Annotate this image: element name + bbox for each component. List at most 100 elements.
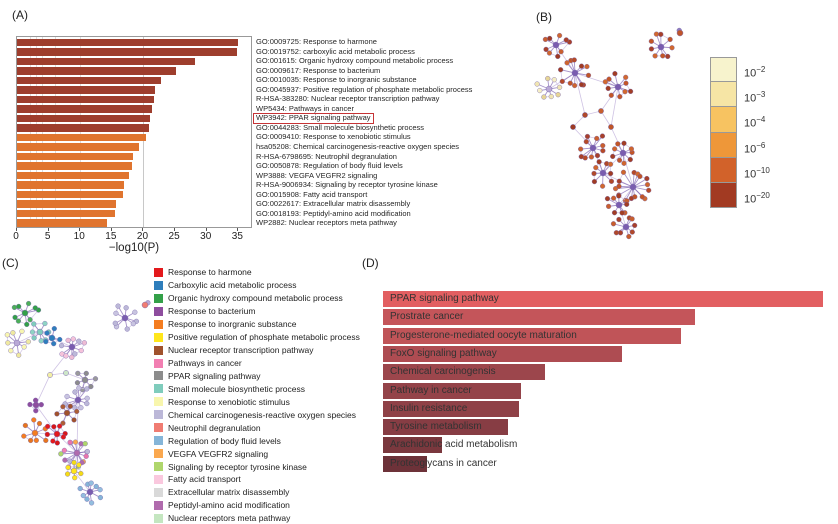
network-hub-node: [73, 449, 81, 457]
network-node: [615, 141, 621, 147]
panel-b-label: (B): [536, 10, 552, 24]
legend-swatch: [154, 410, 163, 420]
network-node: [72, 475, 78, 481]
network-node: [567, 80, 573, 86]
term-label: WP5434: Pathways in cancer: [256, 104, 472, 114]
network-node: [88, 480, 94, 486]
legend-label: Response to inorgranic substance: [168, 319, 297, 330]
network-link: [65, 372, 86, 381]
term-label: WP3888: VEGFA VEGFR2 signaling: [256, 171, 472, 181]
network-node: [621, 160, 627, 166]
legend-label: Chemical carcinogenesis-reactive oxygen …: [168, 409, 357, 420]
network-node: [4, 332, 10, 338]
pvalue-swatch: [710, 107, 737, 133]
network-node: [115, 303, 121, 309]
legend-row: Fatty acid transport: [154, 473, 360, 486]
network-hub-node: [619, 149, 627, 157]
network-node: [616, 183, 622, 189]
network-hub-node: [629, 183, 637, 191]
term-text: GO:0045937: Positive regulation of phosp…: [256, 84, 473, 94]
network-node: [24, 321, 30, 328]
network-hub-node: [657, 43, 665, 51]
bar: [17, 114, 151, 123]
network-node: [623, 74, 629, 80]
network-node: [608, 92, 614, 98]
network-node: [5, 340, 11, 346]
network-node: [77, 485, 83, 492]
network-node: [621, 140, 627, 146]
term-label: hsa05208: Chemical carcinogenesis-reacti…: [256, 142, 472, 152]
network-node: [556, 32, 563, 39]
term-text: GO:0009617: Response to bacterium: [256, 65, 381, 75]
legend-swatch: [154, 280, 163, 290]
network-node: [585, 72, 592, 78]
term-text: GO:0015908: Fatty acid transport: [256, 189, 368, 199]
network-node: [54, 440, 60, 446]
network-hub-node: [676, 29, 684, 37]
network-node: [594, 135, 600, 142]
network-hub-node: [70, 467, 78, 475]
network-node: [11, 304, 18, 311]
term-label: R-HSA-383280: Nuclear receptor transcrip…: [256, 94, 472, 104]
legend-swatch: [154, 513, 163, 523]
bar: [17, 133, 147, 142]
legend-row: PPAR signaling pathway: [154, 370, 360, 383]
network-node: [607, 161, 614, 167]
network-node: [31, 417, 37, 423]
bar-label: Proteoglycans in cancer: [390, 457, 497, 469]
network-link: [600, 110, 612, 128]
term-label: R-HSA-6798695: Neutrophil degranulation: [256, 152, 472, 162]
network-node: [624, 201, 630, 207]
network-node: [608, 170, 614, 177]
bar-label: Progesterone-mediated oocyte maturation: [390, 329, 577, 341]
network-node: [112, 320, 118, 326]
network-node: [558, 67, 564, 73]
legend-swatch: [154, 319, 163, 329]
network-node: [60, 420, 66, 426]
network-hub-node: [53, 430, 61, 438]
network-node: [604, 196, 611, 202]
legend-label: Peptidyl-amino acid modification: [168, 500, 290, 511]
pvalue-label: 10−2: [744, 65, 766, 80]
term-text: WP2882: Nuclear receptors meta pathway: [256, 218, 397, 228]
network-node: [72, 439, 79, 445]
network-hub-node: [141, 301, 149, 309]
bar: Arachidonic acid metabolism: [383, 437, 517, 454]
network-hub-node: [598, 108, 604, 114]
term-label: R-HSA-9006934: Signaling by receptor tyr…: [256, 180, 472, 190]
network-node: [620, 169, 627, 175]
legend-row: Nuclear receptors meta pathway: [154, 512, 360, 524]
network-node: [124, 326, 130, 332]
network-node: [45, 423, 51, 430]
network-node: [591, 179, 598, 185]
legend-row: Small molecule biosynthetic process: [154, 382, 360, 395]
network-hub-node: [63, 370, 69, 376]
network-node: [51, 326, 57, 332]
network-node: [132, 309, 138, 315]
network-node: [637, 173, 643, 180]
term-label: GO:0050878: Regulation of body fluid lev…: [256, 161, 472, 171]
network-node: [652, 53, 658, 59]
term-text: GO:0018193: Peptidyl-amino acid modifica…: [256, 208, 411, 218]
network-node: [71, 459, 77, 466]
network-node: [64, 471, 71, 477]
bar: FoxO signaling pathway: [383, 345, 622, 362]
term-text: R-HSA-6798695: Neutrophil degranulation: [256, 151, 397, 161]
tick-label: 25: [168, 231, 180, 242]
network-node: [599, 133, 606, 139]
bar: PPAR signaling pathway: [383, 291, 823, 307]
network-node: [602, 79, 608, 85]
network-node: [42, 320, 48, 327]
network-node: [92, 376, 99, 382]
network-node: [564, 60, 570, 66]
term-text: GO:0022617: Extracellular matrix disasse…: [256, 199, 411, 209]
bar: [17, 209, 116, 218]
legend-row: Response to xenobiotic stimulus: [154, 395, 360, 408]
network-node: [543, 46, 549, 52]
legend-row: Peptidyl-amino acid modification: [154, 499, 360, 512]
legend-row: VEGFA VEGFR2 signaling: [154, 447, 360, 460]
term-text: GO:001615: Organic hydroxy compound meta…: [256, 56, 454, 66]
